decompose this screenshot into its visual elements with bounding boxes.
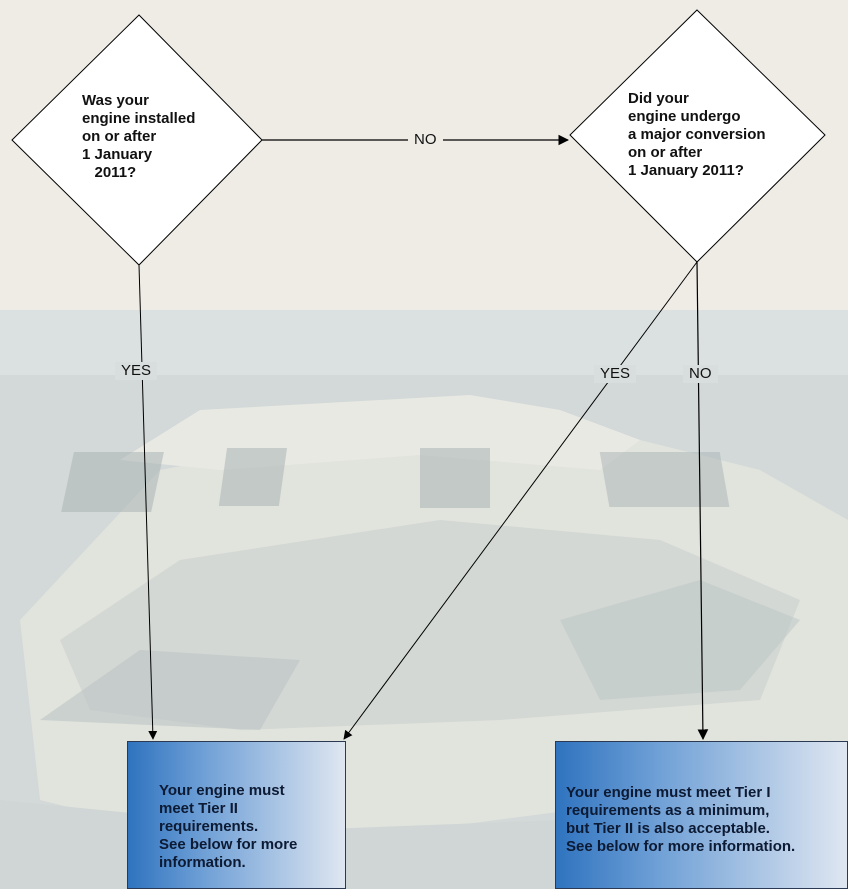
edge-label-d1-yes: YES: [115, 362, 158, 380]
decision-1-question: Was your engine installed on or after 1 …: [82, 92, 196, 181]
edge-label-d2-no: NO: [683, 365, 718, 383]
edge-label-d1-no: NO: [408, 131, 443, 149]
edge-d1-yes: [138, 264, 158, 740]
outcome-tier-ii-box: Your engine must meet Tier II requiremen…: [127, 741, 346, 889]
outcome-tier-i-text: Your engine must meet Tier I requirement…: [566, 784, 796, 855]
edge-d2-no: [696, 261, 709, 741]
outcome-tier-i-box: Your engine must meet Tier I requirement…: [555, 741, 848, 889]
decision-2-question: Did your engine undergo a major conversi…: [628, 90, 766, 179]
edge-label-d2-yes: YES: [594, 365, 637, 383]
edge-d2-yes: [343, 261, 698, 740]
outcome-tier-ii-text: Your engine must meet Tier II requiremen…: [159, 782, 298, 871]
